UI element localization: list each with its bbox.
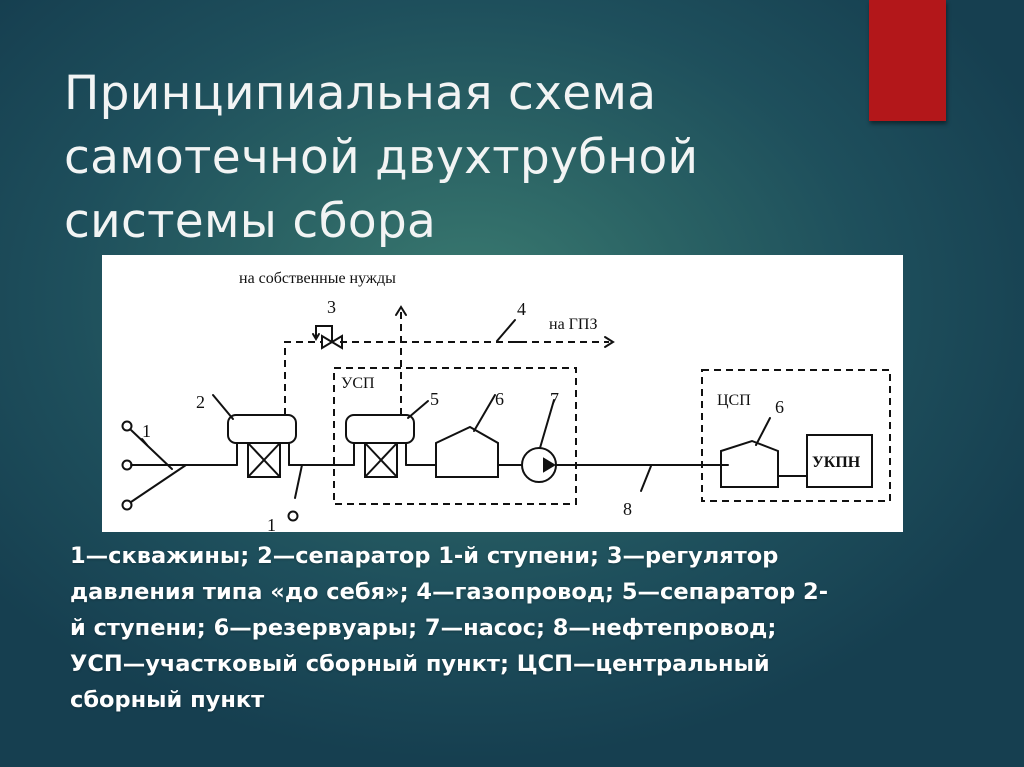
schematic-figure: на собственные нужды на ГПЗ УСП ЦСП УКПН… bbox=[102, 255, 903, 532]
title-line: системы сбора bbox=[64, 194, 437, 249]
tank-icon bbox=[435, 425, 499, 478]
accent-bar bbox=[869, 0, 946, 121]
gpz-label: на ГПЗ bbox=[549, 316, 597, 333]
callout-leader bbox=[473, 394, 496, 432]
callout-2: 2 bbox=[196, 392, 205, 412]
caption-line: давления типа «до себя»; 4—газопровод; 5… bbox=[70, 579, 829, 605]
callout-leader bbox=[141, 438, 148, 446]
separator-1-icon bbox=[227, 414, 297, 478]
callout-6: 6 bbox=[495, 389, 504, 409]
callout-1: 1 bbox=[142, 421, 151, 441]
separator-2-icon bbox=[345, 414, 437, 478]
callout-leader bbox=[212, 394, 234, 420]
schematic-diagram: на собственные нужды на ГПЗ УСП ЦСП УКПН… bbox=[121, 270, 891, 532]
csp-label: ЦСП bbox=[717, 392, 751, 409]
arrow-up-icon bbox=[395, 305, 407, 316]
callout-leader bbox=[539, 399, 555, 449]
caption-line: й ступени; 6—резервуары; 7—насос; 8—нефт… bbox=[70, 615, 777, 641]
callout-7: 7 bbox=[550, 389, 559, 409]
callout-leader bbox=[640, 465, 652, 492]
caption-line: УСП—участковый сборный пункт; ЦСП—центра… bbox=[70, 651, 770, 677]
pump-icon bbox=[521, 447, 557, 483]
caption-line: сборный пункт bbox=[70, 687, 265, 713]
pressure-regulator-icon bbox=[312, 325, 343, 350]
callout-8: 8 bbox=[623, 499, 632, 519]
callout-leader bbox=[496, 319, 516, 342]
callout-leader bbox=[755, 417, 771, 446]
own-needs-label: на собственные нужды bbox=[239, 270, 396, 287]
usp-boundary bbox=[333, 367, 577, 505]
title-line: самотечной двухтрубной bbox=[64, 130, 699, 185]
csp-boundary bbox=[701, 369, 891, 502]
callout-6: 6 bbox=[775, 397, 784, 417]
callout-5: 5 bbox=[430, 389, 439, 409]
arrow-right-icon bbox=[604, 336, 615, 348]
ukpn-label: УКПН bbox=[812, 454, 861, 471]
ukpn-block bbox=[806, 434, 873, 488]
slide-title: Принципиальная схема самотечной двухтруб… bbox=[64, 62, 824, 254]
wells-icon bbox=[121, 420, 238, 511]
title-line: Принципиальная схема bbox=[64, 66, 657, 121]
callout-4: 4 bbox=[517, 299, 526, 319]
callout-1: 1 bbox=[267, 515, 276, 532]
legend-caption: 1—скважины; 2—сепаратор 1-й ступени; 3—р… bbox=[70, 538, 950, 718]
tank-icon bbox=[720, 439, 779, 488]
caption-line: 1—скважины; 2—сепаратор 1-й ступени; 3—р… bbox=[70, 543, 779, 569]
callout-leader bbox=[407, 400, 429, 419]
callout-3: 3 bbox=[327, 297, 336, 317]
gas-pipeline bbox=[284, 341, 322, 415]
usp-label: УСП bbox=[341, 375, 375, 392]
